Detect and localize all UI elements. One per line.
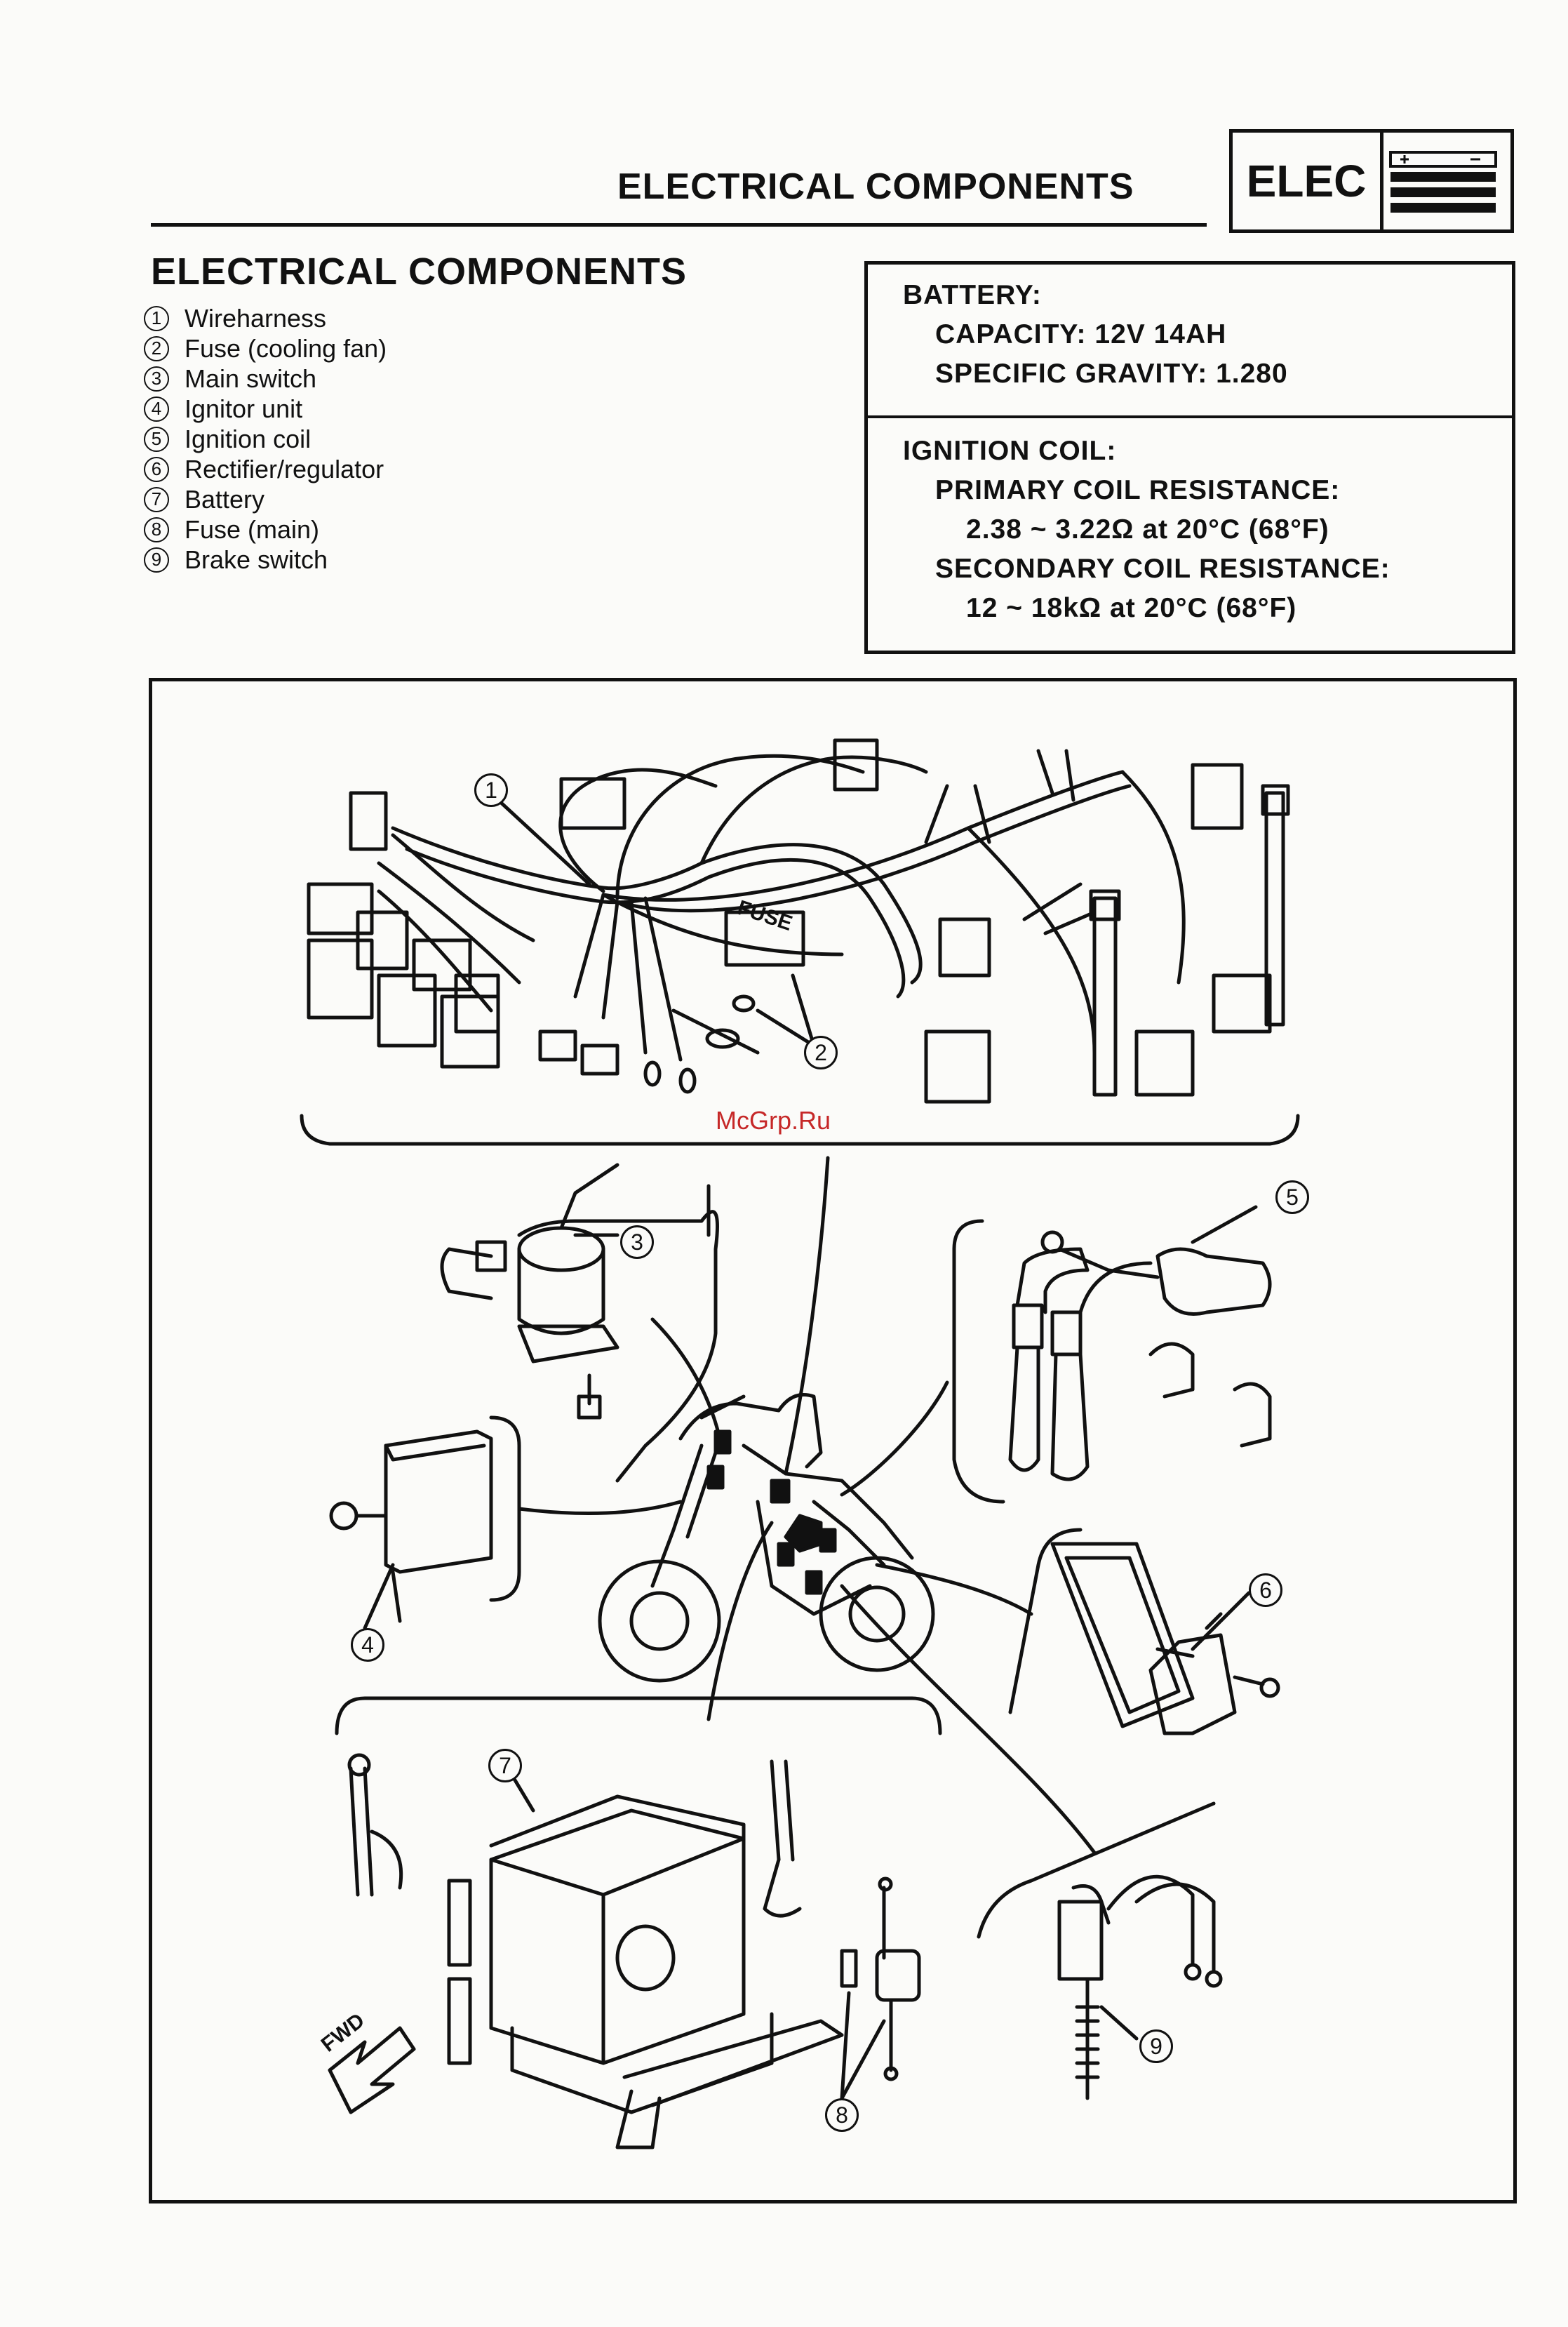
callout-2: 2: [804, 1036, 838, 1069]
legend-label: Battery: [185, 485, 265, 514]
secondary-coil-value: 12 ~ 18kΩ at 20°C (68°F): [966, 593, 1297, 623]
legend-number: 1: [144, 305, 169, 331]
battery-spec-title: BATTERY:: [903, 280, 1042, 310]
spec-divider: [868, 415, 1512, 418]
callout-6: 6: [1249, 1573, 1282, 1607]
legend-item: 4 Ignitor unit: [144, 394, 387, 424]
legend-number: 6: [144, 456, 169, 482]
fuse-main-illustration: [840, 1876, 921, 2081]
rectifier-illustration: [1050, 1542, 1280, 1735]
callout-1: 1: [474, 773, 508, 807]
primary-coil-title: PRIMARY COIL RESISTANCE:: [935, 475, 1341, 505]
callout-4: 4: [351, 1628, 384, 1662]
legend-label: Wireharness: [185, 304, 327, 333]
legend-item: 2 Fuse (cooling fan): [144, 333, 387, 364]
battery-illustration: [347, 1753, 844, 2149]
legend-number: 5: [144, 426, 169, 452]
legend-label: Fuse (main): [185, 515, 320, 544]
section-code: ELEC: [1233, 133, 1383, 229]
legend-item: 6 Rectifier/regulator: [144, 454, 387, 484]
ignition-coil-bracket: [952, 1219, 1005, 1504]
callout-8-leader: [840, 1991, 851, 2100]
wireharness-bracket: [300, 1114, 1300, 1146]
ignition-coil-illustration: [1008, 1230, 1272, 1481]
motorcycle-illustration: [598, 1393, 935, 1683]
callout-9-leader: [1099, 2005, 1139, 2041]
legend-label: Rectifier/regulator: [185, 455, 384, 484]
ignitor-illustration: [329, 1429, 493, 1623]
legend-number: 7: [144, 486, 169, 512]
legend-item: 9 Brake switch: [144, 545, 387, 575]
watermark: McGrp.Ru: [716, 1106, 831, 1135]
battery-specific-gravity: SPECIFIC GRAVITY: 1.280: [935, 359, 1288, 389]
callout-6-leader: [1191, 1591, 1251, 1651]
fwd-arrow: [328, 2026, 416, 2114]
callout-3: 3: [620, 1225, 654, 1259]
main-switch-bracket: [517, 1210, 719, 1483]
legend-label: Brake switch: [185, 545, 328, 574]
specifications-box: BATTERY: CAPACITY: 12V 14AH SPECIFIC GRA…: [864, 261, 1515, 654]
battery-icon: [1389, 151, 1497, 213]
legend-number: 4: [144, 396, 169, 422]
callout-1-leader: [496, 798, 591, 886]
callout-2-leader: [791, 973, 816, 1048]
header-rule: [151, 223, 1207, 227]
legend-number: 2: [144, 335, 169, 361]
ignition-coil-title: IGNITION COIL:: [903, 436, 1117, 466]
rectifier-bracket: [1008, 1528, 1083, 1714]
callout-8: 8: [825, 2098, 859, 2132]
page-header-title: ELECTRICAL COMPONENTS: [617, 166, 1134, 207]
section-tab: ELEC: [1229, 129, 1514, 233]
component-diagram-frame: [149, 678, 1517, 2203]
legend-number: 3: [144, 366, 169, 392]
component-legend: 1 Wireharness 2 Fuse (cooling fan) 3 Main s…: [144, 303, 387, 575]
legend-item: 1 Wireharness: [144, 303, 387, 333]
callout-9: 9: [1139, 2029, 1173, 2063]
legend-label: Fuse (cooling fan): [185, 334, 387, 363]
legend-label: Main switch: [185, 364, 317, 393]
brake-switch-bracket: [977, 1801, 1216, 1939]
legend-item: 3 Main switch: [144, 364, 387, 394]
legend-number: 8: [144, 516, 169, 542]
callout-7: 7: [488, 1749, 522, 1782]
legend-label: Ignitor unit: [185, 394, 303, 423]
callout-4-leader: [363, 1563, 395, 1630]
wireharness-illustration: [307, 738, 1290, 1104]
legend-number: 9: [144, 547, 169, 573]
battery-capacity: CAPACITY: 12V 14AH: [935, 319, 1227, 349]
secondary-coil-title: SECONDARY COIL RESISTANCE:: [935, 554, 1391, 584]
legend-item: 8 Fuse (main): [144, 514, 387, 545]
callout-7-leader: [510, 1773, 535, 1813]
battery-bracket: [335, 1696, 942, 1735]
primary-coil-value: 2.38 ~ 3.22Ω at 20°C (68°F): [966, 514, 1329, 545]
main-switch-illustration: [440, 1163, 619, 1420]
legend-label: Ignition coil: [185, 425, 311, 453]
legend-item: 5 Ignition coil: [144, 424, 387, 454]
section-title: ELECTRICAL COMPONENTS: [151, 251, 688, 293]
brake-switch-illustration: [1057, 1874, 1223, 2100]
callout-5: 5: [1275, 1180, 1309, 1214]
legend-item: 7 Battery: [144, 484, 387, 514]
ignitor-bracket: [489, 1415, 521, 1602]
